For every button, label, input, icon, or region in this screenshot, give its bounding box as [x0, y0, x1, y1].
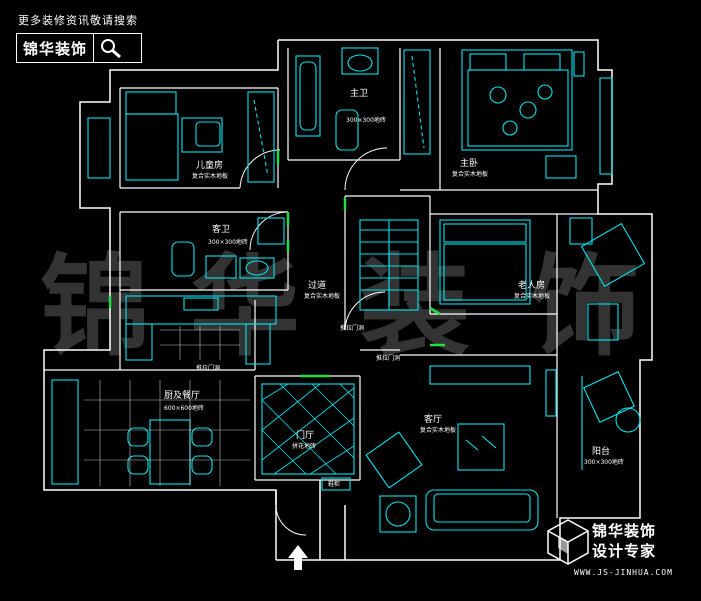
room-sub-guest-bath: 300×300地砖: [208, 238, 248, 246]
door-label-kitchen: 推拉门洞: [196, 364, 220, 372]
room-label-corridor: 过道: [308, 279, 326, 291]
tile-grid: [84, 326, 250, 486]
furniture: [51, 47, 646, 533]
room-label-foyer: 门厅: [296, 429, 314, 441]
search-icon[interactable]: [94, 34, 128, 62]
room-sub-kids-bed: 复合实木地板: [192, 172, 228, 180]
watermark-char: 锦: [40, 242, 150, 371]
top-banner-text: 更多装修资讯敬请搜索: [18, 14, 138, 27]
room-label-kids-bed: 儿童房: [196, 159, 223, 171]
cube-logo-icon: [547, 519, 589, 565]
room-sub-dining: 600×600地砖: [164, 404, 204, 412]
door-label-living: 推拉门洞: [376, 354, 400, 362]
brand-line-1: 锦华装饰: [592, 522, 657, 540]
room-label-master-bath: 主卫: [350, 87, 368, 99]
room-label-dining: 厨及餐厅: [164, 389, 200, 401]
brand-block: 锦华装饰 设计专家 WWW.JS-JINHUA.COM: [544, 514, 694, 584]
brand-line-2: 设计专家: [592, 542, 657, 560]
room-sub-master-bath: 300×300地砖: [346, 116, 386, 124]
logo-text: 锦华装饰: [17, 34, 95, 62]
room-sub-foyer: 拼花地砖: [292, 442, 316, 450]
watermark-char: 华: [190, 242, 300, 371]
room-sub-master-bed: 复合实木地板: [452, 170, 488, 178]
door-swings: [239, 147, 388, 536]
room-label-guest-bath: 客卫: [212, 223, 230, 235]
brand-url: WWW.JS-JINHUA.COM: [574, 568, 673, 577]
room-label-master-bed: 主卧: [460, 157, 478, 169]
bed-pattern: [489, 84, 553, 136]
room-sub-corridor: 复合实木地板: [304, 292, 340, 300]
room-label-living: 客厅: [424, 413, 442, 425]
room-label-elder-bed: 老人房: [518, 279, 545, 291]
room-sub-living: 复合实木地板: [420, 426, 456, 434]
room-sub-elder-bed: 复合实木地板: [514, 292, 550, 300]
room-label-balcony: 阳台: [592, 445, 610, 457]
entry-arrow-icon: [288, 545, 308, 570]
shoe-cabinet-label: 鞋柜: [328, 480, 340, 488]
watermark-char: 饰: [530, 242, 640, 371]
door-markers: [108, 150, 445, 378]
logo-search-box[interactable]: 锦华装饰: [16, 33, 142, 63]
door-label-corridor: 推拉门洞: [340, 324, 364, 332]
watermark-char: 装: [360, 242, 470, 371]
room-sub-balcony: 300×300地砖: [584, 458, 624, 466]
